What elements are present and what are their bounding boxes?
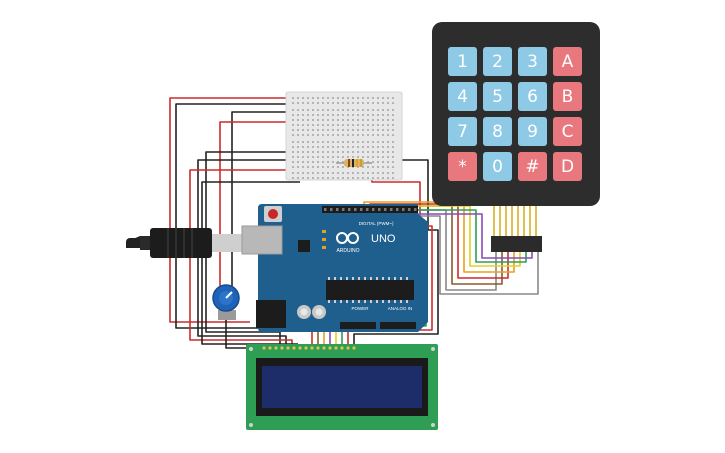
key-C[interactable]: C [553, 117, 582, 146]
lcd-screen [262, 366, 422, 408]
key-7[interactable]: 7 [448, 117, 477, 146]
key-0[interactable]: 0 [483, 152, 512, 181]
microcontroller-chip [326, 280, 414, 300]
key-B[interactable]: B [553, 82, 582, 111]
key-label: 9 [527, 122, 538, 142]
wire-red-1[interactable] [169, 97, 345, 323]
key-label: 7 [457, 122, 468, 142]
key-label: 5 [492, 87, 503, 107]
key-label: 6 [527, 87, 538, 107]
keypad-connector [491, 206, 542, 252]
arduino-brand: ARDUINO [336, 248, 359, 254]
key-label: 8 [492, 122, 503, 142]
key-A[interactable]: A [553, 47, 582, 76]
key-label: 1 [457, 52, 468, 72]
usb-port[interactable] [241, 225, 283, 255]
keypad-header [491, 236, 542, 252]
key-*[interactable]: * [448, 152, 477, 181]
arduino-model: UNO [371, 233, 396, 245]
key-8[interactable]: 8 [483, 117, 512, 146]
arduino-uno[interactable]: DIGITAL (PWM~) ARDUINO UNO POWER ANALOG … [241, 204, 428, 332]
wire-black-6[interactable] [345, 159, 439, 345]
key-3[interactable]: 3 [518, 47, 547, 76]
analog-label: ANALOG IN [388, 306, 413, 311]
arduino-logo-icon [336, 232, 359, 244]
capacitors [297, 305, 326, 319]
key-6[interactable]: 6 [518, 82, 547, 111]
resistor[interactable] [336, 159, 372, 167]
lcd-display[interactable] [246, 344, 438, 430]
wire-black-1[interactable] [175, 103, 345, 329]
power-jack[interactable] [256, 300, 286, 328]
wire-red-3[interactable] [189, 169, 300, 345]
keypad-keys: 1 2 3 A 4 5 6 B 7 8 9 C * 0 # D [448, 47, 582, 181]
led-indicators [322, 230, 326, 249]
wire-black-4[interactable] [197, 159, 300, 345]
key-label: 3 [527, 52, 538, 72]
key-1[interactable]: 1 [448, 47, 477, 76]
reset-button[interactable] [264, 206, 282, 222]
dc-power-plug[interactable] [126, 228, 242, 258]
key-9[interactable]: 9 [518, 117, 547, 146]
key-label: B [562, 87, 574, 107]
key-4[interactable]: 4 [448, 82, 477, 111]
key-label: C [562, 122, 574, 142]
digital-label: DIGITAL (PWM~) [359, 221, 394, 226]
key-label: 2 [492, 52, 503, 72]
key-label: * [458, 157, 467, 177]
usb-chip [298, 240, 310, 252]
analog-header [380, 322, 416, 329]
key-label: # [525, 157, 539, 177]
key-2[interactable]: 2 [483, 47, 512, 76]
key-label: 4 [457, 87, 468, 107]
key-#[interactable]: # [518, 152, 547, 181]
key-label: 0 [492, 157, 503, 177]
power-label: POWER [351, 306, 369, 311]
digital-header [322, 206, 418, 213]
potentiometer[interactable] [212, 284, 240, 320]
key-label: D [561, 157, 574, 177]
power-header [340, 322, 376, 329]
key-D[interactable]: D [553, 152, 582, 181]
key-5[interactable]: 5 [483, 82, 512, 111]
key-label: A [562, 52, 574, 72]
breadboard[interactable] [285, 91, 403, 181]
keypad[interactable]: 1 2 3 A 4 5 6 B 7 8 9 C * 0 # D [432, 22, 600, 252]
